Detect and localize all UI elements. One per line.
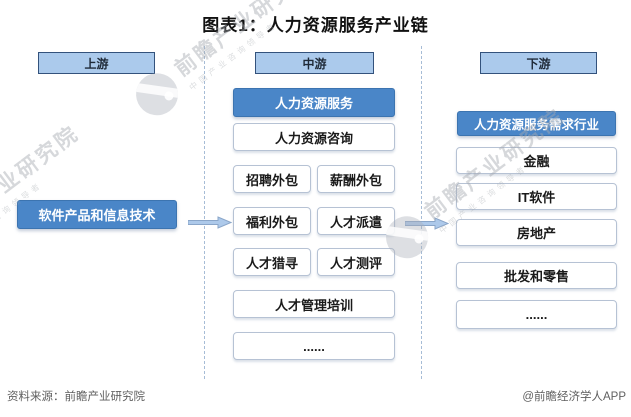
column-header-midstream-label: 中游 [302,56,327,71]
box-talent-assessment: 人才测评 [317,248,395,276]
footer-credit: @前瞻经济学人APP [522,391,626,403]
box-talent-training: 人才管理培训 [233,290,395,318]
column-header-midstream: 中游 [255,52,374,74]
arrow-upstream-to-midstream [187,215,233,235]
arrow-right-icon [187,216,233,229]
industry-box-real-estate: 房地产 [456,219,617,246]
box-midstream-more-label: ...... [303,338,325,354]
industry-box-more: ...... [456,300,617,329]
box-payroll-outsourcing-label: 薪酬外包 [329,172,382,188]
box-talent-dispatch-label: 人才派遣 [329,214,382,230]
midstream-lead-label: 人力资源服务 [274,96,353,111]
box-recruitment-outsourcing: 招聘外包 [233,165,311,193]
box-talent-hunting: 人才猎寻 [233,248,311,276]
page-title: 图表1：人力资源服务产业链 [202,16,429,35]
box-welfare-outsourcing: 福利外包 [233,207,311,235]
column-header-upstream: 上游 [38,52,155,74]
watermark-texts: 前瞻产业研究院 中国产业咨询领导者 [0,118,93,253]
watermark-logo-dot [162,89,175,102]
industry-box-it-software: IT软件 [456,183,617,210]
footer-source: 资料来源：前瞻产业研究院 [7,391,145,403]
box-hr-consulting: 人力资源咨询 [233,123,395,151]
watermark-subtext: 中国产业咨询领导者 [0,143,93,253]
column-header-downstream-label: 下游 [526,56,551,71]
box-payroll-outsourcing: 薪酬外包 [317,165,395,193]
column-header-upstream-label: 上游 [84,56,109,71]
industry-box-finance-label: 金融 [523,154,550,169]
industry-box-it-software-label: IT软件 [517,190,556,205]
box-midstream-more: ...... [233,332,395,360]
industry-box-more-label: ...... [525,307,548,322]
box-hr-consulting-label: 人力资源咨询 [274,130,353,146]
arrow-midstream-to-downstream [404,216,450,236]
column-divider-right [421,46,422,379]
downstream-lead-node: 人力资源服务需求行业 [457,111,616,136]
watermark-logo-slash [127,80,185,99]
upstream-node-label: 软件产品和信息技术 [38,208,156,223]
industry-box-wholesale-retail-label: 批发和零售 [503,269,569,284]
box-talent-assessment-label: 人才测评 [329,255,382,271]
column-divider-left [204,46,205,379]
box-welfare-outsourcing-label: 福利外包 [245,214,298,230]
column-header-downstream: 下游 [480,52,597,74]
upstream-node: 软件产品和信息技术 [17,200,177,229]
midstream-lead-node: 人力资源服务 [233,88,395,117]
box-talent-training-label: 人才管理培训 [274,297,353,313]
downstream-lead-label: 人力资源服务需求行业 [473,118,599,132]
box-recruitment-outsourcing-label: 招聘外包 [245,172,298,188]
industry-box-wholesale-retail: 批发和零售 [456,262,617,289]
box-talent-hunting-label: 人才猎寻 [245,255,298,271]
industry-box-real-estate-label: 房地产 [516,226,556,241]
arrow-right-icon [404,217,450,230]
industry-box-finance: 金融 [456,147,617,174]
box-talent-dispatch: 人才派遣 [317,207,395,235]
